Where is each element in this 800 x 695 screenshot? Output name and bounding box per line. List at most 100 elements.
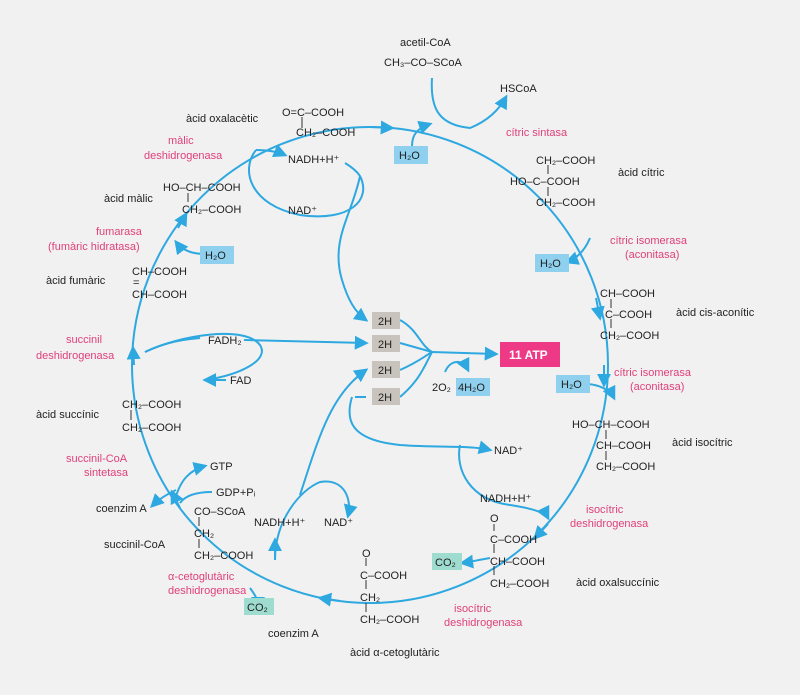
ring-arrow-left-2 bbox=[126, 345, 141, 366]
h2o-right-mid-arrow bbox=[587, 383, 616, 401]
fadh2-to-2h-arrow bbox=[243, 335, 369, 350]
ketoglutaric-l3: CH₂–COOH bbox=[360, 614, 419, 626]
ketoglutaric-l1: C–COOH bbox=[360, 570, 407, 582]
ketoglutaric-name: àcid α-cetoglutàric bbox=[350, 647, 440, 659]
enzyme-succinylcoa-sint-l1: succinil-CoA bbox=[66, 453, 128, 465]
fumaric-name: àcid fumàric bbox=[46, 275, 106, 287]
enzyme-citric-isomerasa-2-l1: cítric isomerasa bbox=[614, 367, 692, 379]
ring-arrow-left-3 bbox=[174, 211, 188, 229]
enzyme-citric-sintasa: cítric sintasa bbox=[506, 127, 568, 139]
enzyme-isocitric-dh-1-l1: isocítric bbox=[586, 504, 624, 516]
citric-l1: CH₂–COOH bbox=[536, 155, 595, 167]
gtp-label: GTP bbox=[210, 461, 233, 473]
enzyme-ketoglutaric-dh-l1: α-cetoglutàric bbox=[168, 571, 235, 583]
two-o2-label: 2O₂ bbox=[432, 382, 451, 394]
isocitric-l1: HO–CH–COOH bbox=[572, 419, 650, 431]
nadh-top-to-2h-arrow bbox=[337, 175, 369, 322]
malic-dh-loop bbox=[247, 149, 365, 218]
succinylcoa-l2: CH₂ bbox=[194, 528, 214, 540]
gtp-arrow bbox=[174, 462, 208, 501]
ring-arrow-right-3 bbox=[533, 523, 549, 541]
h2o-top-box bbox=[394, 146, 428, 164]
ring-arrow-bottom bbox=[317, 592, 341, 607]
enzyme-malic-dh-l2: deshidrogenasa bbox=[144, 150, 223, 162]
h-box-3 bbox=[372, 361, 400, 378]
fumaric-bond: = bbox=[133, 277, 139, 289]
citric-l2: HO–C–COOH bbox=[510, 176, 580, 188]
enzyme-citric-isomerasa-1-l1: cítric isomerasa bbox=[610, 235, 688, 247]
h-box-2 bbox=[372, 335, 400, 352]
h1-to-atp bbox=[399, 319, 433, 353]
ring-arrow-right-1 bbox=[590, 297, 605, 321]
nadh-right: NADH+H⁺ bbox=[480, 493, 532, 505]
cisaconitic-name: àcid cis-aconític bbox=[676, 307, 755, 319]
h2o-right-top-box bbox=[535, 254, 569, 272]
acetylcoa-formula: CH₃–CO–SCoA bbox=[384, 57, 463, 69]
fumaric-l2: CH–COOH bbox=[132, 289, 187, 301]
nadh-bottom: NADH+H⁺ bbox=[254, 517, 306, 529]
h2o-right-mid-box bbox=[556, 375, 590, 393]
oxalacetic-l1: O=C–COOH bbox=[282, 107, 344, 119]
oxalsuccinic-l1: C–COOH bbox=[490, 534, 537, 546]
enzyme-isocitric-dh-2-l1: isocítric bbox=[454, 603, 492, 615]
isocitric-l2: CH–COOH bbox=[596, 440, 651, 452]
succinic-l2: CH₂–COOH bbox=[122, 422, 181, 434]
ketoglutaric-l2: CH₂ bbox=[360, 592, 380, 604]
malic-dh-loop-end bbox=[344, 162, 361, 177]
malic-l2: CH₂–COOH bbox=[182, 204, 241, 216]
coenzimA-out-arrow bbox=[150, 489, 177, 508]
o2-to-h2o-arrow bbox=[444, 356, 470, 373]
succinylcoa-name: succinil-CoA bbox=[104, 539, 166, 551]
h2o-right-top-text: H₂O bbox=[540, 258, 561, 270]
enzyme-succinil-dh-l1: succinil bbox=[66, 334, 102, 346]
h3-to-atp bbox=[399, 351, 433, 371]
acetylcoa-entry-arrow bbox=[430, 77, 508, 130]
succinic-name: àcid succínic bbox=[36, 409, 99, 421]
isocitric-nad-loop bbox=[458, 444, 550, 521]
nad-bottom: NAD⁺ bbox=[324, 517, 353, 529]
cisaconitic-l1: CH–COOH bbox=[600, 288, 655, 300]
oxalsuccinic-l2: CH–COOH bbox=[490, 556, 545, 568]
isocitric-nad-to-2h bbox=[348, 396, 493, 455]
isocitric-name: àcid isocítric bbox=[672, 437, 733, 449]
ring-arrow-top bbox=[369, 120, 395, 135]
ketoglutaric-nad-loop bbox=[274, 480, 358, 561]
gdp-arrow bbox=[179, 491, 213, 504]
co2-bottom-text: CO₂ bbox=[247, 602, 268, 614]
co2-right-arrow bbox=[459, 554, 491, 569]
enzyme-citric-isomerasa-1-l2: (aconitasa) bbox=[625, 249, 679, 261]
oxalsuccinic-name: àcid oxalsuccínic bbox=[576, 577, 660, 589]
h2o-left-text: H₂O bbox=[205, 250, 226, 262]
fadh2-label: FADH₂ bbox=[208, 335, 242, 347]
enzyme-isocitric-dh-2-l2: deshidrogenasa bbox=[444, 617, 523, 629]
citric-name: àcid cítric bbox=[618, 167, 665, 179]
oxalacetic-l2: CH₂–COOH bbox=[296, 127, 355, 139]
h-box-4 bbox=[372, 388, 400, 405]
succinylcoa-l3: CH₂–COOH bbox=[194, 550, 253, 562]
h-box-2-text: 2H bbox=[378, 339, 392, 351]
atp-box bbox=[500, 342, 560, 367]
nadh-bottom-to-2h-arrow bbox=[299, 368, 369, 496]
fad-label: FAD bbox=[230, 375, 251, 387]
malic-l1: HO–CH–COOH bbox=[163, 182, 241, 194]
enzyme-ketoglutaric-dh-l2: deshidrogenasa bbox=[168, 585, 247, 597]
enzyme-fumarasa-l2: (fumàric hidratasa) bbox=[48, 241, 140, 253]
enzyme-succinylcoa-sint-l2: sintetasa bbox=[84, 467, 129, 479]
oxalacetic-name: àcid oxalacètic bbox=[186, 113, 259, 125]
cisaconitic-l2: C–COOH bbox=[605, 309, 652, 321]
co2-right-box bbox=[432, 553, 462, 570]
succinic-l1: CH₂–COOH bbox=[122, 399, 181, 411]
co2-right-text: CO₂ bbox=[435, 557, 456, 569]
nad-right: NAD⁺ bbox=[494, 445, 523, 457]
enzyme-isocitric-dh-1-l2: deshidrogenasa bbox=[570, 518, 649, 530]
succinylcoa-l1: CO–SCoA bbox=[194, 506, 246, 518]
fumaric-l1: CH–COOH bbox=[132, 266, 187, 278]
to-atp-arrow bbox=[431, 346, 499, 361]
atp-text: 11 ATP bbox=[509, 348, 548, 362]
h-box-4-text: 2H bbox=[378, 392, 392, 404]
h2o-right-top-arrow bbox=[564, 237, 591, 265]
cisaconitic-l3: CH₂–COOH bbox=[600, 330, 659, 342]
four-h2o-box bbox=[456, 378, 490, 396]
nad-top: NAD⁺ bbox=[288, 205, 317, 217]
